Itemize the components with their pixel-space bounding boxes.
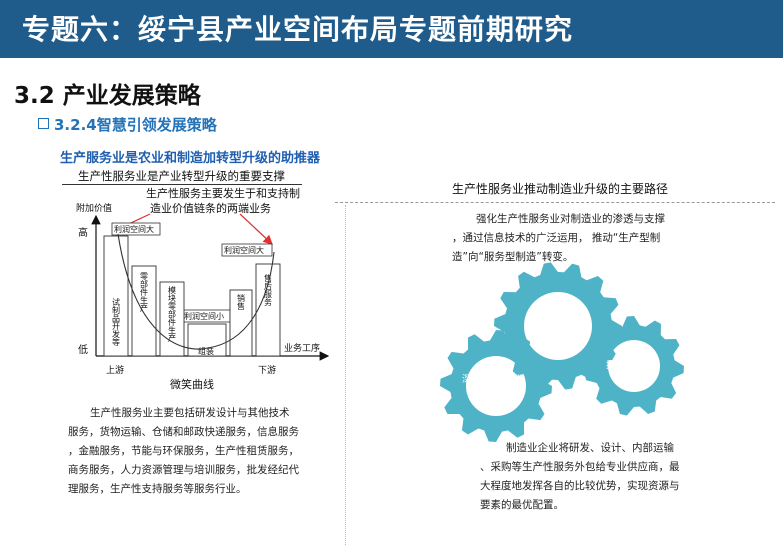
subsection-label: 3.2.4智慧引领发展策略 xyxy=(54,116,217,134)
bar-label-module-parts: 模块零部件生产 xyxy=(168,285,177,343)
section-title: 3.2 产业发展策略 xyxy=(14,83,201,109)
bar-label-sales: 销售 xyxy=(237,293,246,311)
left-paragraph-line: 服务，货物运输、仓储和邮政快递服务，信息服务 xyxy=(68,426,299,438)
smile-curve-diagram: 生产性服务主要发生于和支持制 造业价值链条的两端业务 附加价值 高 低 业务工序… xyxy=(76,186,330,391)
left-paragraph-line: 商务服务，人力资源管理与培训服务，批发经纪代 xyxy=(68,464,299,476)
profit-big-right-label: 利润空间大 xyxy=(224,245,264,255)
profit-big-left-label: 利润空间大 xyxy=(114,224,154,234)
gear-cooperation xyxy=(440,330,552,442)
right-intro-line: 强化生产性服务业对制造业的渗透与支撑 xyxy=(476,213,665,225)
upstream-label: 上游 xyxy=(106,364,124,376)
profit-small-label: 利润空间小 xyxy=(184,311,224,321)
x-axis-label: 业务工序 xyxy=(284,342,320,354)
gear-group xyxy=(440,262,684,442)
bar-parts xyxy=(131,265,157,357)
right-intro: 强化生产性服务业对制造业的渗透与支撑 ，通过信息技术的广泛运用， 推动“生产型制… xyxy=(452,210,665,267)
downstream-label: 下游 xyxy=(258,364,276,376)
callout-arrow-right xyxy=(239,213,273,245)
column-divider xyxy=(345,205,346,545)
left-paragraph-line: 理服务，生产性支持服务等服务行业。 xyxy=(68,483,247,495)
right-outro-line: 要素的最优配置。 xyxy=(480,499,564,511)
smile-curve xyxy=(117,233,275,350)
y-axis-label: 附加价值 xyxy=(76,202,112,214)
callout-line-2: 造业价值链条的两端业务 xyxy=(150,201,271,215)
smile-curve-label: 微笑曲线 xyxy=(170,377,214,391)
bar-after-sales xyxy=(255,263,281,357)
gear-cluster xyxy=(584,316,684,416)
profit-big-right-box xyxy=(221,243,273,257)
left-paragraph-line: ，金融服务，节能与环保服务，生产性租赁服务， xyxy=(68,445,299,457)
bar-sales xyxy=(229,289,253,357)
right-divider xyxy=(335,202,775,203)
bar-assembly xyxy=(187,323,227,357)
profit-big-left-box xyxy=(111,222,161,236)
bar-module-parts xyxy=(159,281,185,357)
right-outro-line: 制造业企业将研发、设计、内部运输 xyxy=(506,442,674,454)
page-title: 专题六：绥宁县产业空间布局专题前期研究 xyxy=(22,13,574,46)
bar-label-after-sales: 售后服务 xyxy=(264,273,273,307)
gear-label-cluster: 推动产业集群 xyxy=(606,359,660,371)
gear-label-cooperation: 深化分工和合作 xyxy=(462,373,525,385)
right-intro-line: ，通过信息技术的广泛运用， 推动“生产型制 xyxy=(452,232,661,244)
checkbox-square-icon xyxy=(38,118,49,129)
left-title-underline xyxy=(62,184,302,185)
left-paragraph: 生产性服务业主要包括研发设计与其他技术 服务，货物运输、仓储和邮政快递服务，信息… xyxy=(68,404,299,499)
right-figure-title: 生产性服务业推动制造业升级的主要路径 xyxy=(452,182,669,196)
headline: 生产服务业是农业和制造加转型升级的助推器 xyxy=(60,151,321,166)
gear-label-cooperation-cont: 作 xyxy=(488,385,497,397)
callout-line-1: 生产性服务主要发生于和支持制 xyxy=(146,186,300,200)
bar-label-parts: 零部件生产 xyxy=(140,272,149,313)
bar-label-assembly: 组装 xyxy=(198,346,214,356)
y-high-label: 高 xyxy=(78,226,88,239)
right-outro: 制造业企业将研发、设计、内部运输 、采购等生产性服务外包给专业供应商，最 大程度… xyxy=(480,439,680,515)
left-paragraph-line: 生产性服务业主要包括研发设计与其他技术 xyxy=(90,407,290,419)
right-outro-line: 大程度地发挥各自的比较优势，实现资源与 xyxy=(480,480,680,492)
left-figure-title: 生产性服务业是产业转型升级的重要支撑 xyxy=(78,169,285,183)
gear-label-integration: 加强产业融合 xyxy=(532,315,590,327)
gears-diagram: 加强产业融合 深化分工和合作 作 推动产业集群 xyxy=(440,262,684,442)
right-intro-line: 造”向“服务型制造”转变。 xyxy=(452,251,574,263)
bar-prototype-dev xyxy=(103,235,129,357)
y-low-label: 低 xyxy=(78,343,88,356)
subsection-title: 3.2.4智慧引领发展策略 xyxy=(38,114,217,135)
bar-label-prototype-dev: 试制品开发等 xyxy=(112,297,121,346)
title-banner: 专题六：绥宁县产业空间布局专题前期研究 xyxy=(0,0,783,58)
right-outro-line: 、采购等生产性服务外包给专业供应商，最 xyxy=(480,461,680,473)
